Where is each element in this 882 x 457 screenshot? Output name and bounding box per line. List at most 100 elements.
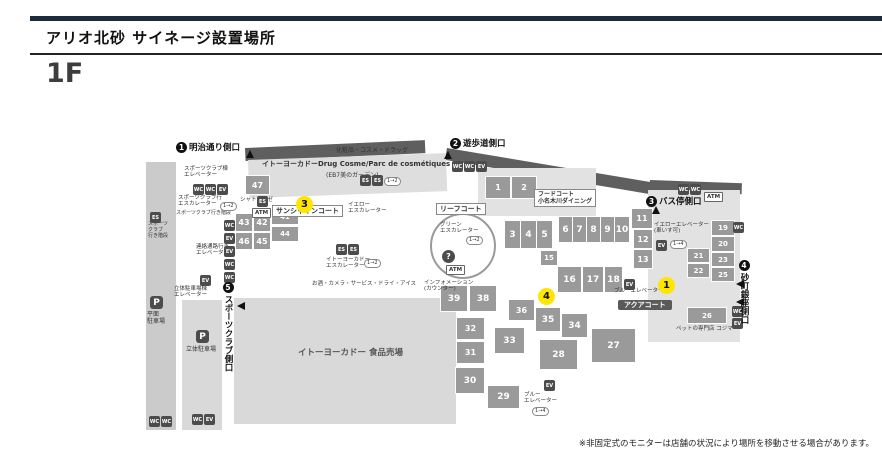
map-unit-22: 22 [688,264,709,277]
label-flat-parking: 平面駐車場 [147,311,166,326]
label-sportsclub-stairs: スポーツクラブ行き階段 [176,210,231,216]
label-tower-parking-ev: 立体駐車場棟エレベーター [174,286,208,299]
signage-marker-1: 1 [658,277,675,294]
map-unit-7: 7 [573,217,586,242]
map-unit-5: 5 [537,221,552,248]
entrance-arrow-icon [237,302,245,310]
restroom-icon: WC [464,161,475,172]
map-unit-36: 36 [509,300,534,320]
map-unit-18: 18 [605,267,622,292]
label-iy-escalator: イトーヨーカドーエスカレーター [326,257,371,270]
map-unit-27: 27 [592,329,635,362]
floor-range-pill: 1→4 [670,240,687,249]
title-underline [30,53,882,55]
restroom-icon: WC [224,272,235,283]
map-unit-4: 4 [521,221,536,248]
elevator-icon: EV [476,161,487,172]
map-unit-21: 21 [688,249,709,262]
restroom-icon: WC [732,306,743,317]
area-food-floor [234,298,456,424]
elevator-icon: EV [732,318,743,329]
label-blue-elevator: ブルーエレベーター [614,288,664,294]
elevator-icon: EV [624,279,635,290]
label-strip-stairs: スポーツクラブ行き階段 [148,221,169,239]
map-unit-43: 43 [236,214,252,231]
map-unit-38: 38 [470,286,496,311]
entrance-arrow-icon [246,150,254,158]
map-unit-23: 23 [712,253,734,266]
restroom-icon: WC [149,416,160,427]
label-blue-elevator-2: ブルーエレベーター [524,392,558,405]
escalator-icon: ES [257,196,268,207]
entrance-arrow-icon [444,151,452,159]
map-unit-9: 9 [601,217,614,242]
restroom-icon: WC [224,220,235,231]
elevator-icon: EV [544,380,555,391]
parking-icon: P [196,330,209,343]
entrance-number-icon: 4 [738,260,750,271]
map-unit-35: 35 [536,308,560,331]
restroom-icon: WC [690,184,701,195]
entrance-arrow-icon [652,206,660,214]
label-yellow-escalator: イエローエスカレーター [348,202,387,215]
entrance-number-icon: 1 [176,141,187,153]
escalator-icon: ES [348,244,359,255]
entrance-name: 遊歩道側口 [463,139,506,149]
label-food-floor: イトーヨーカドー 食品売場 [298,348,403,358]
elevator-icon: EV [217,184,228,195]
label-sportsclub-ev: スポーツクラブ棟エレベーター [184,166,228,179]
entrance-number-icon: 3 [646,195,657,207]
title-block: アリオ北砂 サイネージ設置場所 [30,16,882,55]
label-info-counter: インフォメーション(カウンター) [424,280,474,293]
information-icon: ? [442,250,455,263]
map-unit-2: 2 [512,177,536,198]
floor-range-pill: 1→2 [364,259,381,268]
floor-range-pill: 1→2 [466,236,483,245]
map-unit-33: 33 [495,328,524,353]
label-aqua-court: アクアコート [618,300,672,311]
label-cosme-category: 化粧品・コスメ・ドラッグ [336,147,409,154]
signage-marker-3: 3 [296,196,313,213]
map-unit-1: 1 [486,177,510,198]
map-unit-17: 17 [583,267,603,292]
map-unit-44: 44 [272,227,298,241]
entrance-4: 4 砂町銀座側口 [738,260,750,324]
escalator-icon: ES [336,244,347,255]
map-unit-45: 45 [254,233,270,249]
map-unit-31: 31 [457,342,484,363]
map-unit-8: 8 [587,217,600,242]
label-service-counters: お酒・カメラ・サービス・ドライ・アイス [312,281,417,287]
restroom-icon: WC [733,222,744,233]
area-parking-tower [182,300,222,430]
map-unit-47: 47 [246,176,269,194]
page-title: アリオ北砂 サイネージ設置場所 [46,29,276,47]
header-accent-bar [30,16,882,21]
label-green-escalator: グリーンエスカレーター [440,222,479,235]
entrance-arrow-icon [736,298,744,306]
map-unit-25: 25 [712,268,734,281]
signage-marker-4: 4 [538,288,555,305]
label-renraku-ev: 連絡通路行きエレベーター [196,244,230,257]
map-unit-30: 30 [456,368,484,393]
map-unit-10: 10 [615,217,629,242]
entrance-number-icon: 5 [222,282,234,293]
escalator-icon: ES [150,212,161,223]
map-unit-6: 6 [559,217,572,242]
label-yellow-elevator: イエローエレベーター(車いす可) [654,222,709,235]
entrance-name: 砂町銀座側口 [739,273,749,324]
restroom-icon: WC [193,184,204,195]
elevator-icon: EV [224,233,235,244]
elevator-icon: EV [656,240,667,251]
restroom-icon: WC [205,184,216,195]
entrance-number-icon: 2 [450,137,461,149]
map-unit-15: 15 [541,251,557,265]
atm-label: ATM [252,208,272,218]
restroom-icon: WC [452,161,463,172]
map-unit-34: 34 [562,314,587,337]
floor-label: 1F [46,58,84,89]
atm-label: ATM [704,192,724,202]
